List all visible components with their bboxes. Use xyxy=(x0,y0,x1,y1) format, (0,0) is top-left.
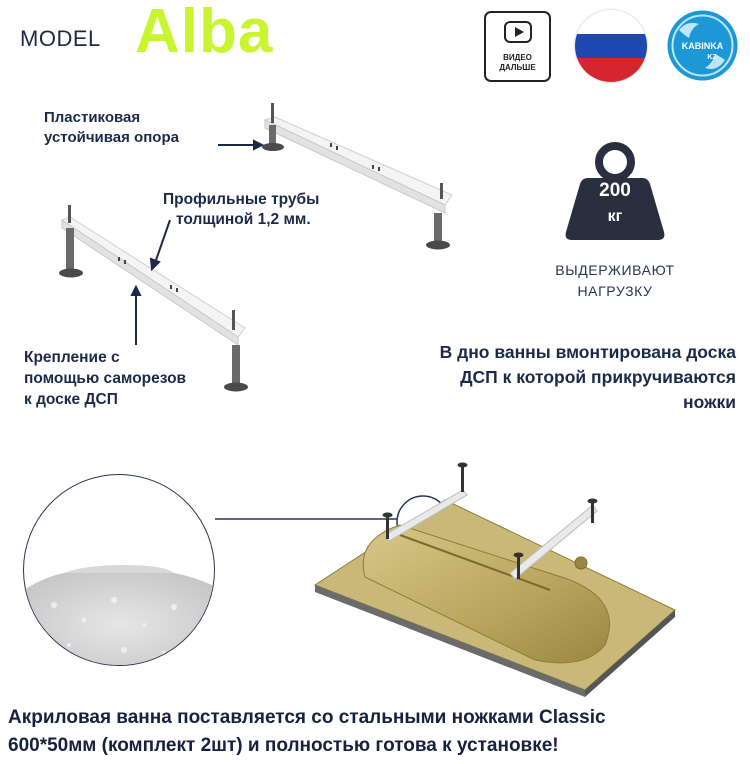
pipes-label-line1: Профильные трубы xyxy=(163,191,320,208)
board-note-line3: ножки xyxy=(683,392,736,412)
video-badge-line1: ВИДЕО xyxy=(503,53,532,62)
board-note-line1: В дно ванны вмонтирована доска xyxy=(439,342,736,362)
weight-unit: кг xyxy=(607,208,623,225)
support-label: Пластиковая устойчивая опора xyxy=(44,109,179,146)
board-detail-zoom xyxy=(23,474,215,666)
pipes-label-line2: толщиной 1,2 мм. xyxy=(176,211,311,228)
board-note: В дно ванны вмонтирована доска ДСП к кот… xyxy=(440,340,736,415)
bathtub-illustration xyxy=(215,462,676,697)
footer-line2: 600*50мм (комплект 2шт) и полностью гото… xyxy=(8,735,559,756)
logo-text-1: KABINKA xyxy=(682,41,724,51)
russia-flag-icon xyxy=(575,10,647,82)
video-badge-line2: ДАЛЬШЕ xyxy=(499,63,536,72)
weight-icon xyxy=(565,142,665,240)
kabinka-logo-icon: KABINKA KZ xyxy=(665,8,740,83)
support-legs-illustration xyxy=(59,103,453,392)
footer-line1: Акриловая ванна поставляется со стальным… xyxy=(8,707,606,728)
logo-text-2: KZ xyxy=(707,54,717,61)
mount-label-line1: Крепление с xyxy=(24,349,120,366)
mount-label-line2: помощью саморезов xyxy=(24,370,187,387)
video-badge[interactable]: ВИДЕО ДАЛЬШЕ xyxy=(484,11,551,82)
footer-text: Акриловая ванна поставляется со стальным… xyxy=(8,704,748,760)
weight-value: 200 xyxy=(599,180,631,201)
board-note-line2: ДСП к которой прикручиваются xyxy=(460,367,736,387)
weight-caption-line1: ВЫДЕРЖИВАЮТ xyxy=(555,262,675,278)
play-icon xyxy=(504,21,532,43)
weight-caption-line2: НАГРУЗКУ xyxy=(577,283,653,299)
mount-label-line3: к доске ДСП xyxy=(24,391,118,408)
model-label: MODEL xyxy=(20,26,101,51)
model-name: Alba xyxy=(135,0,274,66)
